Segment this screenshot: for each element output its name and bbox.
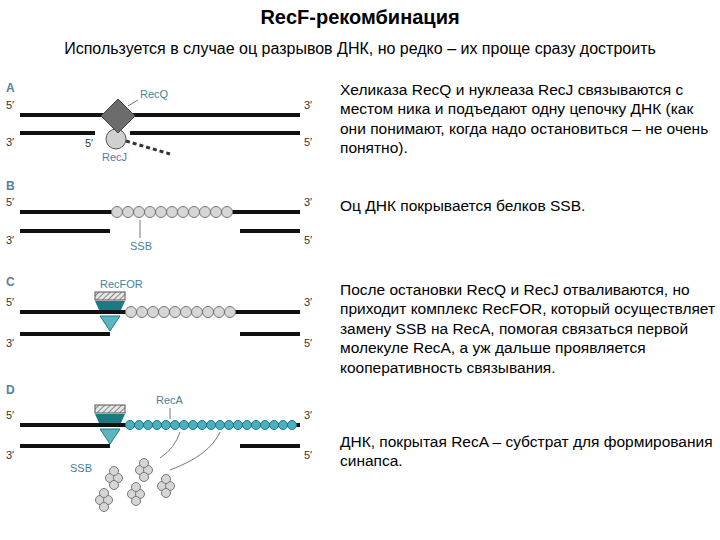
end-label: 5′	[6, 196, 14, 209]
description: Хеликаза RecQ и нуклеаза RecJ связываютс…	[340, 80, 718, 158]
title: RecF-рекомбинация	[60, 6, 660, 29]
end-label: 3′	[304, 409, 312, 422]
dna-strands	[20, 115, 300, 446]
end-label: 5′	[6, 296, 14, 309]
end-label: 5′	[6, 409, 14, 422]
end-label: 5′	[304, 449, 312, 462]
end-label: 3′	[304, 99, 312, 112]
recq-recj	[101, 99, 170, 154]
description: После остановки RecQ и RecJ отваливаются…	[340, 280, 718, 377]
end-label: 5′	[304, 337, 312, 350]
leader-lines	[140, 220, 220, 470]
protein-label: RecFOR	[100, 278, 143, 291]
panel-letter: A	[6, 82, 15, 96]
panel-letter: D	[6, 384, 15, 398]
description: Оц ДНК покрывается белков SSB.	[340, 196, 718, 215]
end-label: 3′	[304, 196, 312, 209]
end-label: 3′	[6, 234, 14, 247]
protein-label: RecJ	[102, 151, 127, 164]
panel-letter: B	[6, 180, 15, 194]
protein-label: SSB	[130, 240, 152, 253]
end-label: 5′	[304, 136, 312, 149]
protein-label: SSB	[70, 462, 92, 475]
end-label: 5′	[85, 137, 93, 150]
protein-beads	[96, 207, 297, 512]
protein-label: RecA	[156, 394, 183, 407]
end-label: 5′	[6, 99, 14, 112]
end-label: 3′	[6, 337, 14, 350]
recfor-complex	[95, 292, 125, 444]
end-label: 3′	[6, 136, 14, 149]
subtitle: Используется в случае оц разрывов ДНК, н…	[60, 40, 660, 58]
end-label: 3′	[6, 449, 14, 462]
end-label: 3′	[304, 296, 312, 309]
end-label: 5′	[304, 234, 312, 247]
protein-label: RecQ	[140, 88, 168, 101]
panel-letter: C	[6, 276, 15, 290]
description: ДНК, покрытая RecA – субстрат для формир…	[340, 432, 718, 471]
